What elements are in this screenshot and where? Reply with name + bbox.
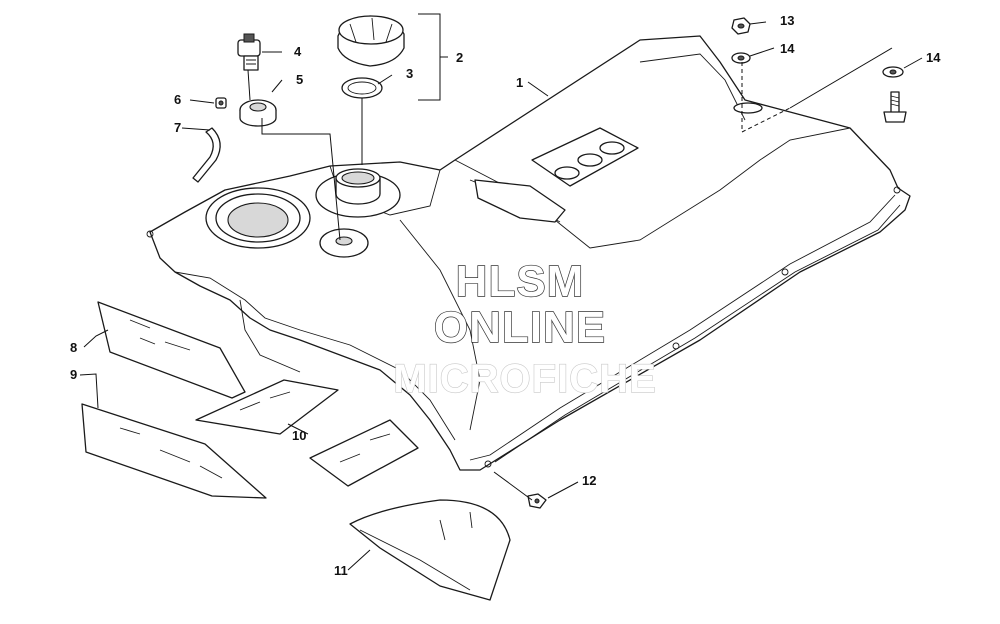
hose-clamp bbox=[215, 97, 227, 109]
fuel-tank bbox=[146, 35, 911, 471]
bolt bbox=[883, 91, 907, 123]
cap-gasket bbox=[341, 77, 383, 99]
nut-12 bbox=[527, 493, 547, 509]
callout-2: 2 bbox=[456, 50, 463, 65]
callout-7: 7 bbox=[174, 120, 181, 135]
insulation-pad-10b bbox=[309, 419, 419, 487]
watermark-line-2: ONLINE bbox=[434, 303, 606, 352]
heat-shield-8 bbox=[97, 301, 246, 399]
callout-9: 9 bbox=[70, 367, 77, 382]
watermark-line-1: HLSM bbox=[456, 257, 585, 306]
heat-shield-9 bbox=[81, 403, 267, 499]
grommet-seat bbox=[319, 228, 369, 258]
callout-1: 1 bbox=[516, 75, 523, 90]
washer-14a bbox=[731, 52, 751, 64]
callout-13: 13 bbox=[780, 13, 794, 28]
callout-10: 10 bbox=[292, 428, 306, 443]
fuel-cap bbox=[337, 15, 405, 67]
watermark-line-3: MICROFICHE bbox=[393, 357, 656, 401]
washer-14b bbox=[882, 66, 904, 78]
callout-3: 3 bbox=[406, 66, 413, 81]
callout-14a: 14 bbox=[780, 41, 795, 56]
vent-valve bbox=[237, 33, 261, 71]
vent-hose bbox=[192, 127, 221, 183]
grommet bbox=[239, 99, 277, 127]
fuel-pump-opening bbox=[205, 187, 311, 249]
callout-12: 12 bbox=[582, 473, 596, 488]
filler-neck bbox=[315, 168, 401, 218]
watermark: HLSM ONLINE MICROFICHE bbox=[393, 256, 657, 401]
heat-shield-11 bbox=[349, 499, 511, 601]
callout-5: 5 bbox=[296, 72, 303, 87]
nut-13 bbox=[731, 17, 751, 35]
callout-14b: 14 bbox=[926, 50, 941, 65]
leader-lines bbox=[79, 13, 923, 571]
insulation-pad-10a bbox=[195, 379, 339, 435]
callout-6: 6 bbox=[174, 92, 181, 107]
callout-labels: 1 2 3 4 5 6 7 8 9 10 11 12 13 14 14 bbox=[70, 13, 941, 578]
callout-8: 8 bbox=[70, 340, 77, 355]
callout-11: 11 bbox=[334, 563, 348, 578]
callout-4: 4 bbox=[294, 44, 302, 59]
